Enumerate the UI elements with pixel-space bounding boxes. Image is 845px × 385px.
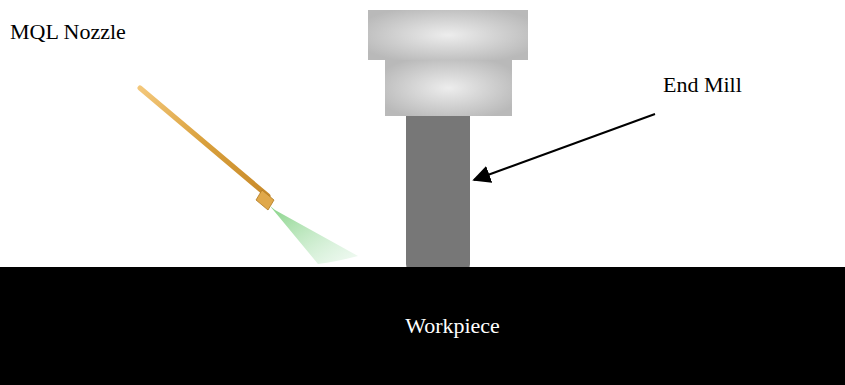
collet [385,60,512,116]
workpiece-block: Workpiece [0,267,845,385]
leader-arrow [474,114,655,180]
nozzle-tip [256,190,274,210]
nozzle-label: MQL Nozzle [10,19,126,44]
node-text: Workpiece [345,313,500,338]
end-mill [406,116,470,272]
mql-spray [270,206,358,264]
nozzle-tube [140,88,268,196]
tool-label: End Mill [663,72,742,97]
tool-holder [368,10,528,60]
